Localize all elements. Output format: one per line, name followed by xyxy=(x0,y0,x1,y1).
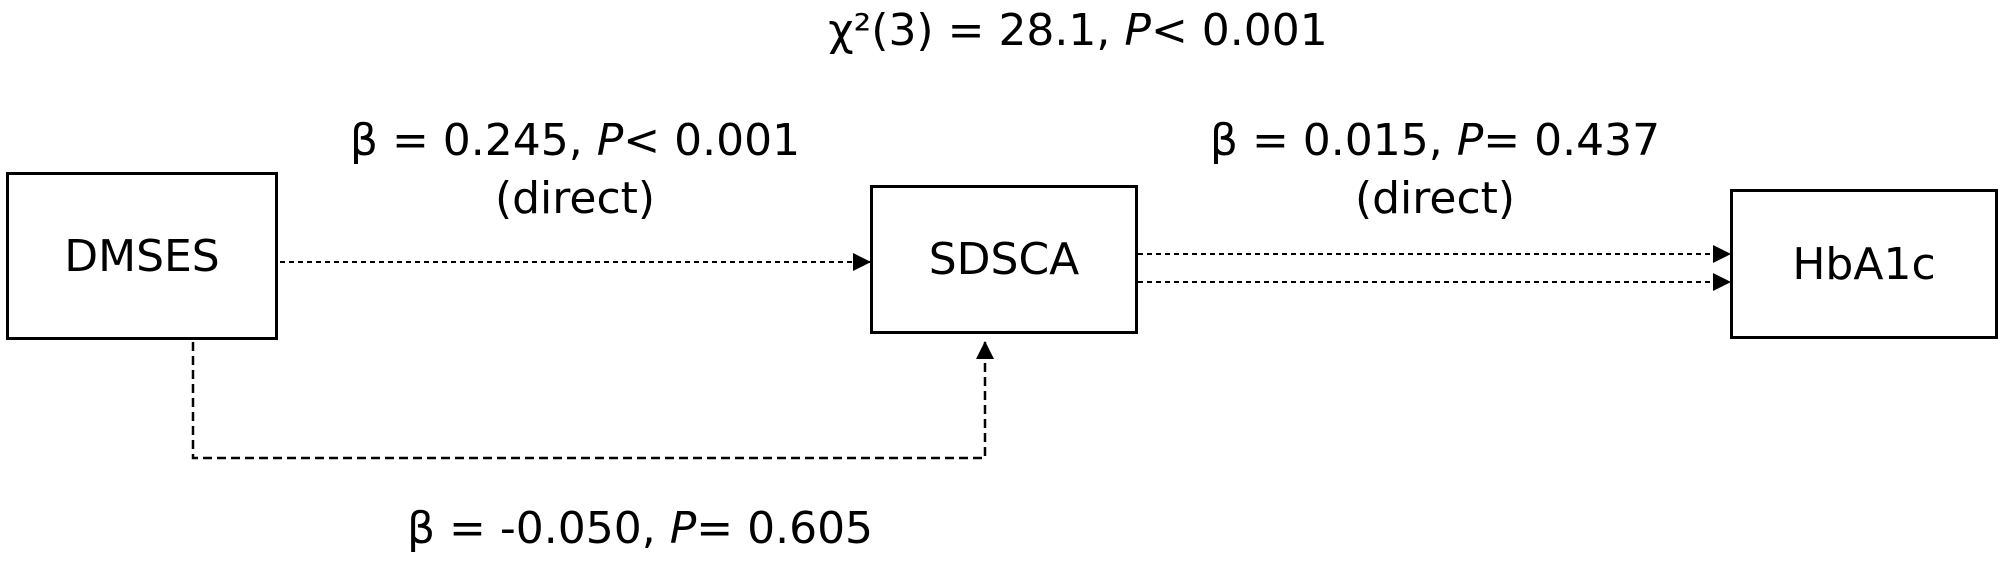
path-label-dmses-sdsca-bottom: β = -0.050, P= 0.605 xyxy=(407,500,873,558)
path-label-dmses-sdsca: β = 0.245, P< 0.001 (direct) xyxy=(350,112,800,228)
node-dmses: DMSES xyxy=(6,172,278,340)
path-type-text: (direct) xyxy=(494,173,656,224)
p-symbol: P xyxy=(596,115,624,166)
model-fit-label: χ²(3) = 28.1, P< 0.001 xyxy=(828,2,1328,60)
p-value-text: < 0.001 xyxy=(1150,5,1328,56)
node-hba1c-label: HbA1c xyxy=(1792,238,1936,290)
node-hba1c: HbA1c xyxy=(1730,189,1998,339)
path-type-text: (direct) xyxy=(1354,173,1516,224)
node-sdsca-label: SDSCA xyxy=(928,234,1080,285)
node-sdsca: SDSCA xyxy=(870,185,1138,334)
p-symbol: P xyxy=(1124,5,1151,56)
p-value-text: = 0.437 xyxy=(1483,115,1661,166)
path-stats-line: β = 0.015, P= 0.437 xyxy=(1210,112,1660,170)
beta-text: β = 0.245, xyxy=(349,115,583,166)
p-symbol: P xyxy=(669,503,697,554)
path-stats-line: β = 0.245, P< 0.001 xyxy=(350,112,800,170)
p-value-text: = 0.605 xyxy=(696,503,874,554)
p-symbol: P xyxy=(1456,115,1484,166)
beta-text: β = -0.050, xyxy=(406,503,656,554)
p-value-text: < 0.001 xyxy=(623,115,801,166)
node-dmses-label: DMSES xyxy=(64,230,220,282)
arrow-dmses-sdsca-bottom xyxy=(191,341,994,460)
chi-square-text: χ²(3) = 28.1, xyxy=(828,5,1111,56)
beta-text: β = 0.015, xyxy=(1209,115,1443,166)
path-label-sdsca-hba1c: β = 0.015, P= 0.437 (direct) xyxy=(1210,112,1660,228)
